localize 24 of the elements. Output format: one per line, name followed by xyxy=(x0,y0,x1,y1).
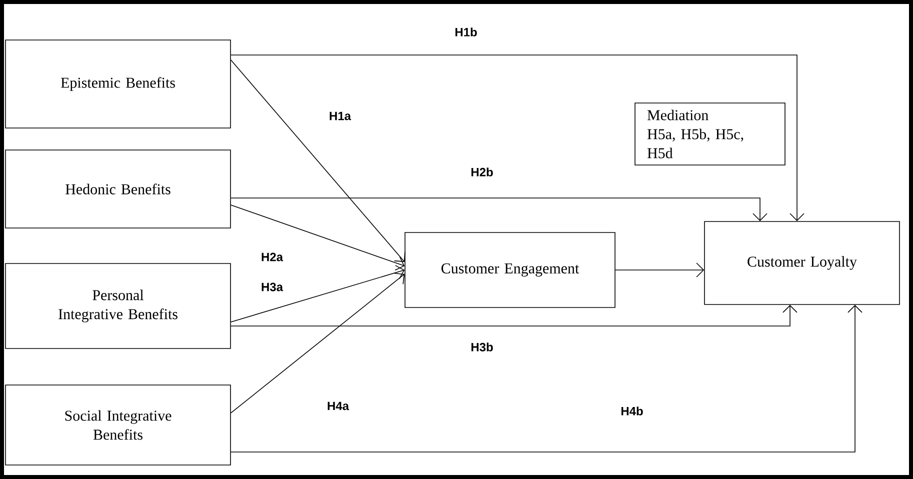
arrow xyxy=(230,198,768,222)
arrow xyxy=(230,204,405,270)
box: Hedonic Benefits xyxy=(5,150,231,228)
box: Social Integrative Benefits xyxy=(5,384,231,466)
arrow xyxy=(230,304,798,326)
box: Customer Engagement xyxy=(404,232,616,308)
arrow xyxy=(230,304,862,452)
edge-label: H1a xyxy=(328,110,352,122)
edge-label: H1b xyxy=(454,26,478,38)
edge-label: H2b xyxy=(470,166,494,178)
box: Customer Loyalty xyxy=(704,221,900,305)
box: Mediation H5a, H5b, H5c, H5d xyxy=(634,102,786,166)
edge-label: H3a xyxy=(260,282,284,292)
edge-label: H4a xyxy=(326,400,350,412)
arrow xyxy=(230,54,804,222)
edge-label: H4b xyxy=(620,406,644,416)
arrow xyxy=(230,60,406,262)
arrow xyxy=(230,272,405,414)
box: Personal Integrative Benefits xyxy=(5,263,231,349)
box: Epistemic Benefits xyxy=(5,40,231,128)
edge-label: H2a xyxy=(260,252,284,262)
edge-label: H3b xyxy=(470,342,494,352)
arrow xyxy=(615,262,704,278)
arrow xyxy=(230,265,405,322)
